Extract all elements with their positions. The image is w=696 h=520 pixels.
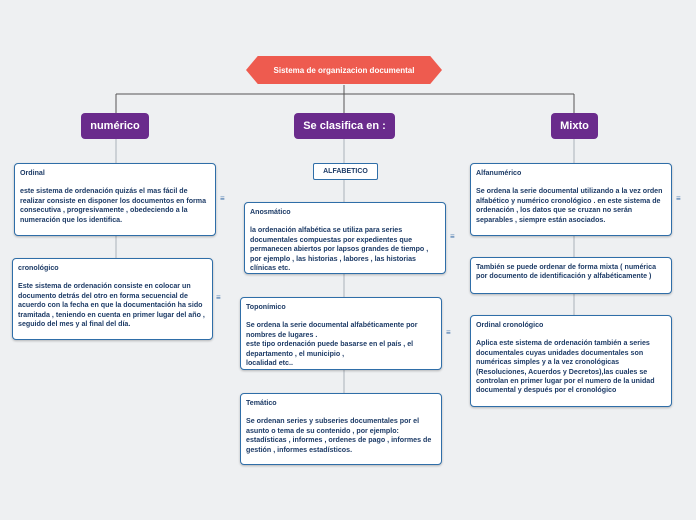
- node-tambien[interactable]: También se puede ordenar de forma mixta …: [470, 257, 672, 294]
- node-ordinal-cronologico-title: Ordinal cronológico: [476, 321, 544, 329]
- note-icon[interactable]: ≡: [220, 194, 225, 203]
- category-clasifica-label: Se clasifica en :: [303, 120, 386, 132]
- node-ordinal-cronologico[interactable]: Ordinal cronológico Aplica este sistema …: [470, 315, 672, 407]
- category-mixto-label: Mixto: [560, 120, 589, 132]
- alfabetico-label: ALFABETICO: [323, 168, 368, 175]
- root-label: Sistema de organizacion documental: [273, 65, 415, 75]
- node-ordinal-body: este sistema de ordenación quizás el mas…: [20, 187, 207, 224]
- category-mixto[interactable]: Mixto: [551, 113, 598, 139]
- node-tambien-body: También se puede ordenar de forma mixta …: [476, 263, 657, 281]
- node-anosmatico[interactable]: Anosmático la ordenación alfabética se u…: [244, 202, 446, 274]
- node-anosmatico-body: la ordenación alfabética se utiliza para…: [250, 226, 429, 273]
- node-cronologico-title: cronológico: [18, 264, 59, 272]
- node-ordinal-cronologico-body: Aplica este sistema de ordenación tambié…: [476, 339, 655, 395]
- node-ordinal[interactable]: Ordinal este sistema de ordenación quizá…: [14, 163, 216, 236]
- node-cronologico-body: Este sistema de ordenación consiste en c…: [18, 282, 205, 329]
- note-icon[interactable]: ≡: [446, 328, 451, 337]
- note-icon[interactable]: ≡: [216, 293, 221, 302]
- root-node[interactable]: Sistema de organizacion documental: [246, 56, 442, 84]
- node-tematico-title: Temático: [246, 399, 277, 407]
- category-numerico-label: numérico: [90, 120, 140, 132]
- node-toponimico[interactable]: Toponímico Se ordena la serie documental…: [240, 297, 442, 370]
- note-icon[interactable]: ≡: [450, 232, 455, 241]
- node-toponimico-body: Se ordena la serie documental alfabética…: [246, 321, 418, 368]
- category-clasifica[interactable]: Se clasifica en :: [294, 113, 395, 139]
- node-alfanumerico-title: Alfanumérico: [476, 169, 522, 177]
- node-ordinal-title: Ordinal: [20, 169, 45, 177]
- note-icon[interactable]: ≡: [676, 194, 681, 203]
- node-alfanumerico-body: Se ordena la serie documental utilizando…: [476, 187, 663, 224]
- node-tematico[interactable]: Temático Se ordenan series y subseries d…: [240, 393, 442, 465]
- node-cronologico[interactable]: cronológico Este sistema de ordenación c…: [12, 258, 213, 340]
- category-numerico[interactable]: numérico: [81, 113, 149, 139]
- node-alfanumerico[interactable]: Alfanumérico Se ordena la serie document…: [470, 163, 672, 236]
- node-anosmatico-title: Anosmático: [250, 208, 291, 216]
- node-tematico-body: Se ordenan series y subseries documental…: [246, 417, 432, 454]
- alfabetico-node[interactable]: ALFABETICO: [313, 163, 378, 180]
- node-toponimico-title: Toponímico: [246, 303, 286, 311]
